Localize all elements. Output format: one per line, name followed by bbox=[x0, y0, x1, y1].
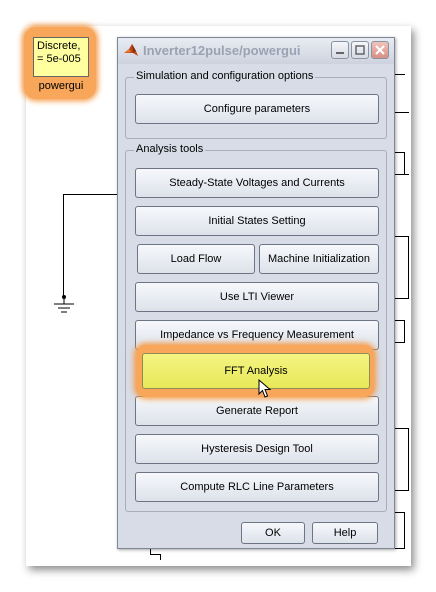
hysteresis-design-button[interactable]: Hysteresis Design Tool bbox=[135, 434, 379, 464]
minimize-icon[interactable] bbox=[331, 41, 349, 59]
wire bbox=[395, 428, 409, 429]
wire bbox=[150, 548, 151, 554]
lti-viewer-button[interactable]: Use LTI Viewer bbox=[135, 282, 379, 312]
mouse-pointer-icon bbox=[258, 378, 274, 399]
simulation-options-panel: Simulation and configuration options bbox=[125, 70, 387, 139]
wire bbox=[395, 74, 405, 75]
panel-title: Analysis tools bbox=[134, 143, 206, 155]
analysis-tools-panel: Analysis tools bbox=[125, 143, 387, 512]
fft-analysis-button[interactable]: FFT Analysis bbox=[142, 353, 370, 389]
steady-state-button[interactable]: Steady-State Voltages and Currents bbox=[135, 168, 379, 198]
maximize-icon[interactable] bbox=[351, 41, 369, 59]
wire bbox=[404, 512, 405, 548]
help-button[interactable]: Help bbox=[312, 522, 378, 544]
wire bbox=[404, 320, 405, 342]
load-flow-button[interactable]: Load Flow bbox=[137, 244, 255, 274]
title-bar[interactable]: Inverter12pulse/powergui bbox=[118, 38, 394, 64]
powergui-sample-time-text: = 5e-005 bbox=[37, 53, 81, 65]
wire bbox=[63, 194, 64, 297]
wire bbox=[160, 554, 161, 560]
powergui-mode-text: Discrete, bbox=[37, 40, 81, 52]
wire bbox=[395, 174, 409, 175]
ok-button[interactable]: OK bbox=[241, 522, 305, 544]
generate-report-button[interactable]: Generate Report bbox=[135, 396, 379, 426]
matlab-icon bbox=[123, 42, 139, 58]
machine-initialization-button[interactable]: Machine Initialization bbox=[259, 244, 379, 274]
panel-title: Simulation and configuration options bbox=[134, 70, 316, 82]
close-icon[interactable] bbox=[371, 41, 389, 59]
compute-rlc-button[interactable]: Compute RLC Line Parameters bbox=[135, 472, 379, 502]
window-title: Inverter12pulse/powergui bbox=[143, 43, 301, 58]
wire bbox=[395, 298, 409, 299]
wire bbox=[395, 342, 405, 343]
powergui-dialog: Inverter12pulse/powergui Simulation and … bbox=[117, 37, 395, 549]
wire bbox=[404, 152, 405, 174]
wire bbox=[408, 236, 409, 298]
configure-parameters-button[interactable]: Configure parameters bbox=[135, 94, 379, 124]
wire bbox=[395, 112, 409, 113]
wire bbox=[408, 428, 409, 490]
wire bbox=[395, 236, 409, 237]
wire bbox=[395, 320, 405, 321]
wire bbox=[63, 194, 118, 195]
powergui-label: powergui bbox=[38, 80, 84, 92]
powergui-block[interactable]: Discrete, = 5e-005 bbox=[33, 37, 89, 77]
wire bbox=[395, 512, 405, 513]
wire bbox=[395, 152, 405, 153]
initial-states-button[interactable]: Initial States Setting bbox=[135, 206, 379, 236]
ground-icon bbox=[52, 294, 76, 318]
wire bbox=[150, 554, 160, 555]
wire bbox=[395, 490, 409, 491]
